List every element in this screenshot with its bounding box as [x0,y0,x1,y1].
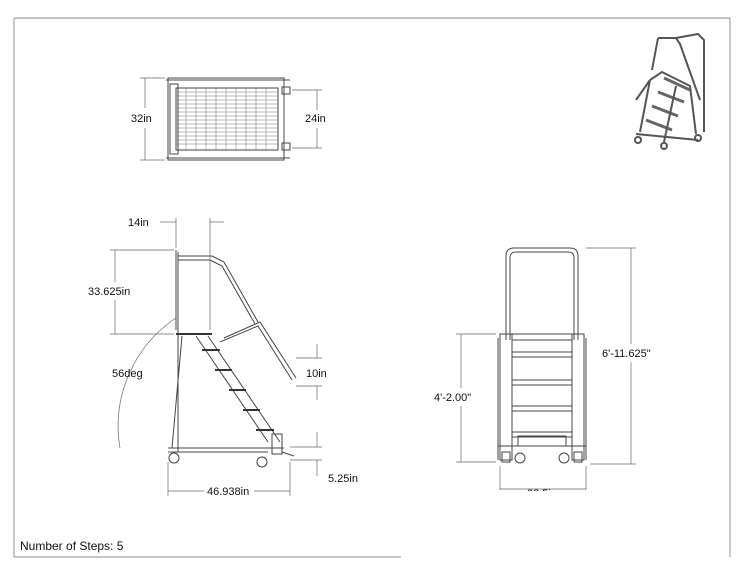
side-step-spacing-label: 10in [306,368,327,380]
side-view: 14in 33.625in 56deg 10in 5.25in 46.938in [88,217,358,498]
front-left-wheel [514,452,526,464]
front-platform-height-label: 4'-2.00" [434,392,471,404]
isometric-view [634,32,705,150]
front-right-wheel [558,452,570,464]
side-base-length-label: 46.938in [207,486,249,498]
side-rear-wheel [168,452,180,464]
steps-caption-value: 5 [116,539,124,553]
side-top-depth-label: 14in [128,217,149,229]
side-handrail-height-label: 33.625in [88,286,130,298]
top-view: 32in 24in [131,77,326,161]
steps-caption-label: Number of Steps: [20,539,114,553]
side-front-wheel [256,456,268,468]
top-platform-label: 24in [305,113,326,125]
side-bottom-offset-label: 5.25in [328,473,358,485]
front-steps [511,333,573,447]
side-angle-label: 56deg [112,368,143,380]
steps-caption: Number of Steps: 5 [20,539,123,553]
sheet-border [13,17,731,558]
front-view: 4'-2.00" 6'-11.625" 33.5in [434,247,651,504]
tread-grating [176,88,278,150]
front-overall-height-label: 6'-11.625" [602,348,651,360]
side-steps [202,349,274,431]
top-width-label: 32in [131,113,152,125]
